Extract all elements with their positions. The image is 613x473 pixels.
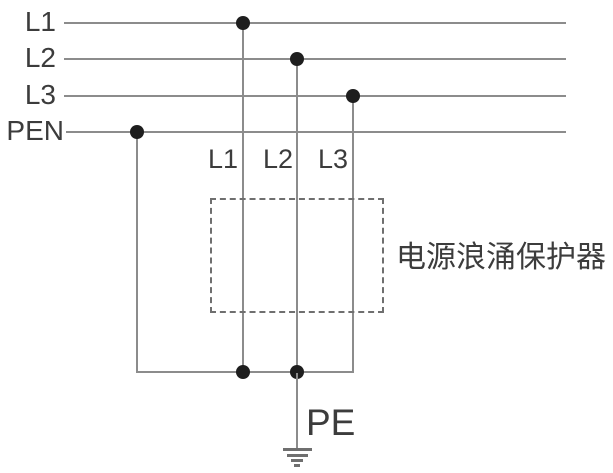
- spd-dashed-outline: [210, 198, 384, 313]
- spd-terminal-label-l3: L3: [317, 144, 349, 174]
- earth-label: PE: [306, 402, 356, 443]
- earth-bar-2: [287, 454, 308, 457]
- feeder-line-l3: [64, 95, 566, 97]
- drop-wire-l2: [296, 59, 298, 373]
- drop-wire-pen: [136, 132, 138, 373]
- feeder-line-l1: [64, 22, 566, 24]
- earth-bar-4: [294, 464, 300, 467]
- feeder-label-l1: L1: [24, 6, 56, 37]
- feeder-line-l2: [64, 58, 566, 60]
- feeder-label-pen: PEN: [6, 115, 64, 146]
- feeder-label-l3: L3: [24, 79, 56, 110]
- device-label: 电源浪涌保护器: [396, 241, 606, 274]
- feeder-line-pen: [66, 131, 566, 133]
- junction-dot-l1: [236, 16, 250, 30]
- feeder-label-l2: L2: [24, 42, 56, 73]
- junction-dot-pen: [130, 125, 144, 139]
- earth-bar-1: [283, 448, 312, 451]
- spd-terminal-label-l1: L1: [207, 144, 239, 174]
- bus-junction-dot-l2: [290, 365, 304, 379]
- drop-wire-l3: [352, 96, 354, 373]
- spd-terminal-label-l2: L2: [262, 144, 294, 174]
- junction-dot-l3: [346, 89, 360, 103]
- earth-conductor-wire: [296, 373, 298, 449]
- bus-junction-dot-l1: [236, 365, 250, 379]
- junction-dot-l2: [290, 52, 304, 66]
- earth-bar-3: [291, 459, 303, 462]
